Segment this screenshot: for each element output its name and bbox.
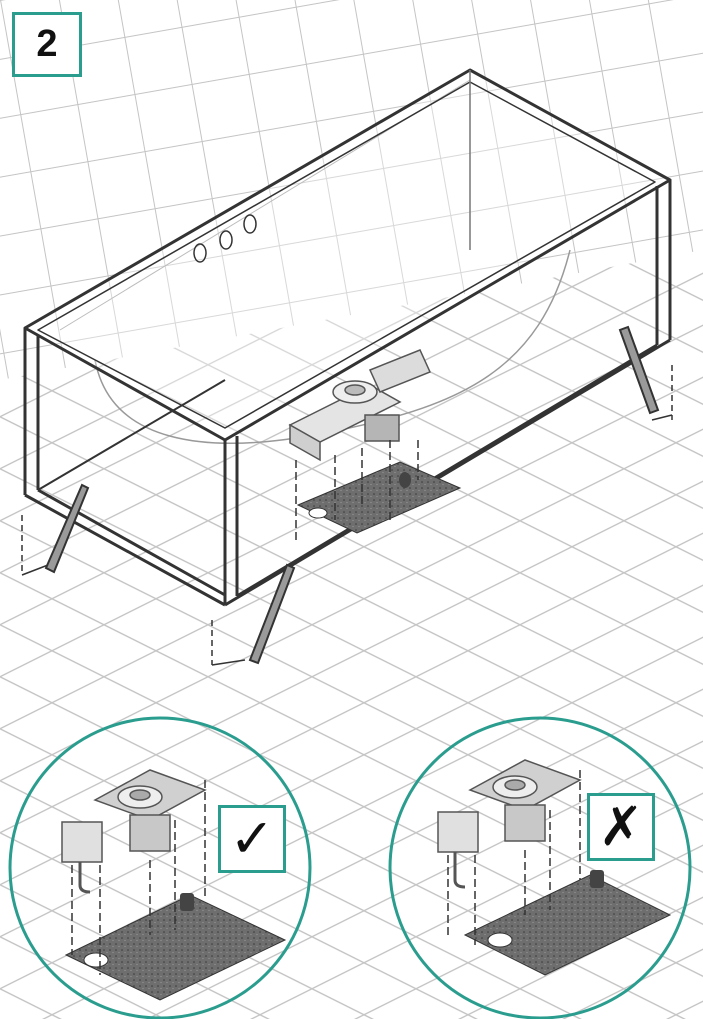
step-number-badge: 2 xyxy=(12,12,82,77)
incorrect-cross-icon: ✗ xyxy=(587,793,655,861)
leg-left xyxy=(44,483,90,574)
leg-right xyxy=(618,325,660,415)
mixer-assembly xyxy=(288,349,432,462)
frame-post-back-right xyxy=(655,180,672,345)
incorrect-symbol: ✗ xyxy=(598,797,644,857)
step-number: 2 xyxy=(36,23,58,65)
pad-incorrect xyxy=(463,874,672,976)
frame-post-front-left xyxy=(23,328,40,495)
detail-correct xyxy=(8,716,312,1019)
detail-incorrect xyxy=(388,716,692,1019)
pad-correct xyxy=(64,894,287,1001)
frame-bottom-front xyxy=(24,488,226,607)
leg-front xyxy=(248,563,296,665)
frame-post-front-right xyxy=(223,436,239,605)
legs xyxy=(21,325,673,666)
floor-pad-main xyxy=(295,440,462,540)
frame-bottom-right xyxy=(224,338,671,607)
correct-check-icon: ✓ xyxy=(218,805,286,873)
correct-symbol: ✓ xyxy=(229,809,275,869)
